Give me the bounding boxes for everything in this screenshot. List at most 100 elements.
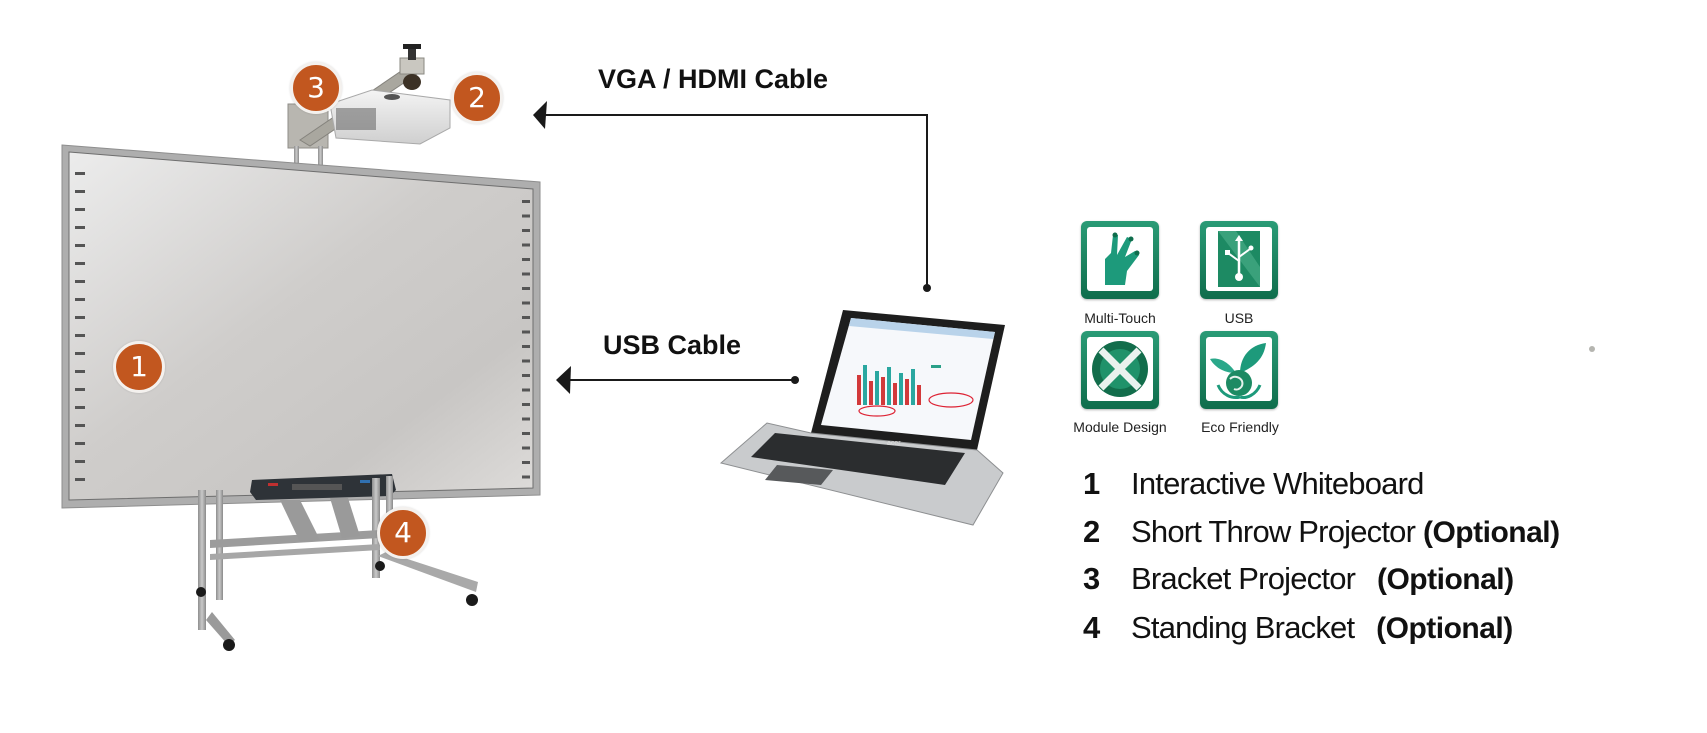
legend-number: 4 [1083,610,1101,645]
badge-bracket-projector: 3 [290,62,342,114]
shortcut-key [522,243,530,247]
usb-cable-arrow [556,366,799,394]
shortcut-key [522,345,530,348]
legend-name: Bracket Projector [1131,561,1356,596]
feature-usb [1200,221,1278,299]
arrowhead-icon [556,366,571,394]
shortcut-key [75,406,85,409]
shortcut-key [75,388,85,391]
shortcut-key [522,258,530,261]
shortcut-key [522,388,530,392]
interactive-whiteboard [61,144,541,509]
legend-name: Interactive Whiteboard [1131,466,1424,501]
shortcut-key [75,208,85,211]
feature-module-design [1081,331,1159,409]
feature-label-module-design: Module Design [1073,419,1167,435]
vga-hdmi-cable-label: VGA / HDMI Cable [598,64,829,94]
legend-name-group: Bracket Projector (Optional) [1131,561,1514,597]
shortcut-key [522,229,530,232]
shortcut-key [75,460,85,463]
screen-chart-bar [911,369,915,405]
shortcut-key [522,374,530,377]
decorative-dot [1589,346,1595,352]
eco-leaf-globe-icon [1210,343,1266,399]
screen-chart-bar [905,379,909,405]
feature-label-usb: USB [1224,310,1254,326]
screen-chart-bar [875,371,879,405]
shortcut-key [522,461,530,464]
whiteboard-illustration [61,44,541,651]
caster-wheel [466,594,478,606]
legend-optional-note: (Optional) [1422,516,1560,549]
feature-eco-friendly [1200,331,1278,409]
legend-optional-note: (Optional) [1376,612,1513,645]
shortcut-key [75,352,85,355]
right-shortcut-keys [522,200,530,479]
badge-whiteboard: 1 [113,341,165,393]
screen-chart-bar [869,381,873,405]
shortcut-key [75,172,85,175]
shortcut-key [75,262,85,265]
usb-cable-label: USB Cable [603,330,742,360]
badge-standing-bracket: 4 [377,507,429,559]
shortcut-key [522,301,530,305]
caster-wheel [196,587,206,597]
laptop: acer [719,310,1005,526]
shortcut-key [522,432,530,435]
shortcut-key [522,446,530,450]
shortcut-key [75,316,85,319]
screen-chart-bar [917,385,921,405]
multi-touch-hand-icon [1105,232,1140,285]
shortcut-key [522,359,530,363]
badge-projector: 2 [451,72,503,124]
legend-optional-note: (Optional) [1376,563,1514,596]
shortcut-key [522,214,530,218]
shortcut-key [75,334,85,337]
screen-chart-bar [887,367,891,405]
shortcut-key [75,424,85,427]
shortcut-key [75,370,85,373]
screen-chart-bar [893,383,897,405]
screen-chart-bar [899,373,903,405]
shortcut-key [522,287,530,290]
shortcut-key [75,298,85,301]
shortcut-key [75,226,85,229]
legend-name: Short Throw Projector [1131,514,1416,549]
legend-number: 1 [1083,466,1101,501]
feature-label-multi-touch: Multi-Touch [1084,310,1156,326]
connector-dot [791,376,799,384]
shortcut-key [522,330,530,334]
shortcut-key [522,417,530,421]
shortcut-key [522,403,530,406]
screen-chart-bar [881,377,885,405]
legend-name-group: Short Throw Projector (Optional) [1131,514,1560,550]
connector-dot [923,284,931,292]
legend-number: 3 [1083,561,1101,596]
feature-label-eco-friendly: Eco Friendly [1201,419,1279,435]
shortcut-key [75,190,85,193]
laptop-brand-label: acer [887,440,901,447]
shortcut-key [522,272,530,276]
shortcut-key [75,280,85,283]
shortcut-key [75,478,85,481]
legend-name: Standing Bracket [1131,610,1355,645]
caster-wheel [375,561,385,571]
shortcut-key [522,475,530,479]
short-throw-projector [329,89,451,145]
caster-wheel [223,639,235,651]
left-shortcut-keys [75,172,85,481]
usb-icon [1218,231,1260,287]
legend-number: 2 [1083,514,1101,549]
shortcut-key [75,244,85,247]
feature-multi-touch [1081,221,1159,299]
module-design-icon [1092,341,1148,397]
pen-tray [250,474,396,500]
legend-name-group: Standing Bracket (Optional) [1131,610,1513,646]
screen-chart-bar [857,375,861,405]
shortcut-key [75,442,85,445]
vga-hdmi-cable-arrow [533,101,931,292]
arrowhead-icon [533,101,547,129]
screen-chart-bar [863,365,867,405]
shortcut-key [522,316,530,319]
